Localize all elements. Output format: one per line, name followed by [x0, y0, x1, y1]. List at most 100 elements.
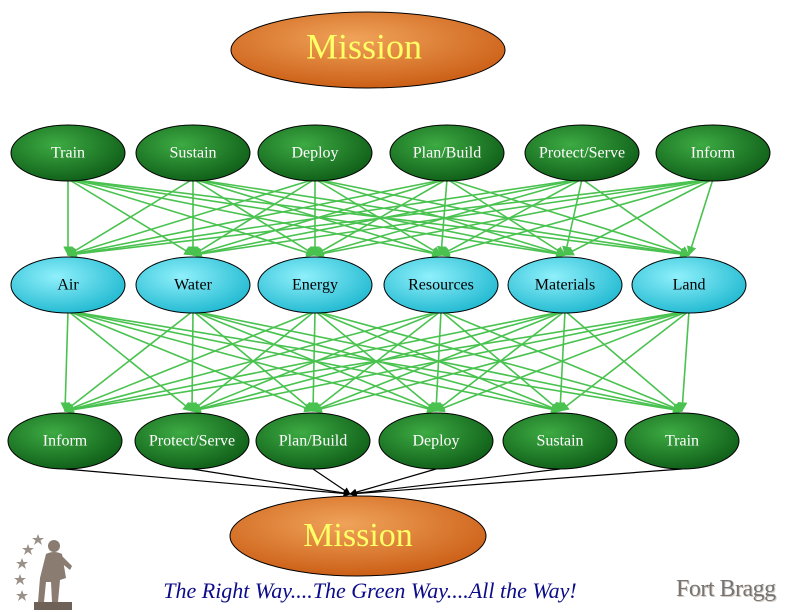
tier1-node-inform: Inform	[655, 124, 771, 182]
tier1-ellipse	[10, 124, 126, 182]
tier2-node-land: Land	[631, 256, 747, 314]
tier3-ellipse	[624, 412, 740, 470]
tier1-row: Train Sustain Deploy Plan/Build Protect/Serv…	[10, 124, 771, 182]
connector-tier1-4-to-tier2-0	[67, 178, 583, 259]
tier1-label: Plan/Build	[413, 145, 481, 162]
connector-tier1-5-to-tier2-4	[564, 178, 714, 256]
fort-bragg-logo: Fort Bragg	[676, 576, 776, 602]
connector-tier1-3-to-tier2-2	[314, 178, 448, 256]
tier2-ellipse	[257, 256, 373, 314]
tier1-label: Inform	[691, 145, 736, 162]
bottom-mission-node: Mission	[229, 495, 487, 577]
connector-tier3-5-to-mission	[349, 468, 683, 498]
tier2-ellipse	[135, 256, 251, 314]
top-mission-label: Mission	[306, 26, 422, 66]
tier1-label: Train	[51, 145, 85, 162]
tier2-node-water: Water	[135, 256, 251, 314]
tier2-label: Air	[57, 277, 79, 294]
tier1-node-plan-build: Plan/Build	[389, 124, 505, 182]
tagline-text: The Right Way....The Green Way....All th…	[163, 578, 577, 603]
connector-tier2-1-to-tier3-1	[187, 310, 197, 412]
connectors-layer	[60, 178, 714, 498]
connector-tier2-5-to-tier3-0	[64, 310, 690, 415]
tier3-node-plan-build: Plan/Build	[255, 412, 371, 470]
connector-tier2-5-to-tier3-1	[191, 310, 690, 415]
connector-tier1-4-to-tier2-4	[562, 178, 583, 256]
soldier-statue-icon	[14, 534, 72, 610]
tier3-label: Sustain	[536, 433, 583, 450]
tier3-label: Plan/Build	[279, 433, 347, 450]
tier2-label: Energy	[292, 277, 338, 294]
tier1-ellipse	[257, 124, 373, 182]
connector-tier2-5-to-tier3-2	[312, 310, 690, 414]
tier3-label: Deploy	[412, 433, 459, 450]
connector-tier1-5-to-tier2-2	[314, 178, 714, 259]
tier3-node-protect-serve: Protect/Serve	[134, 412, 250, 470]
connector-tier1-2-to-tier2-3	[314, 178, 442, 256]
tier3-ellipse	[255, 412, 371, 470]
connector-tier3-0-to-mission	[64, 468, 351, 498]
tier3-node-deploy: Deploy	[378, 412, 494, 470]
connector-tier3-4-to-mission	[349, 468, 561, 497]
tier1-label: Deploy	[291, 145, 338, 162]
tier1-node-sustain: Sustain	[135, 124, 251, 182]
tier1-ellipse	[655, 124, 771, 182]
tier2-node-energy: Energy	[257, 256, 373, 314]
connector-tier3-1-to-mission	[191, 468, 351, 497]
tier3-node-sustain: Sustain	[502, 412, 618, 470]
connector-tier1-2-to-tier2-5	[314, 178, 690, 258]
connector-tier2-1-to-tier3-0	[64, 310, 194, 412]
connector-tier1-3-to-tier2-5	[446, 178, 690, 257]
tier2-node-air: Air	[10, 256, 126, 314]
connector-tier2-4-to-tier3-0	[64, 310, 566, 415]
top-mission-node: Mission	[230, 11, 506, 89]
connector-tier1-2-to-tier2-0	[67, 178, 316, 258]
tier2-ellipse	[10, 256, 126, 314]
tier1-label: Protect/Serve	[539, 145, 625, 162]
bottom-mission-label: Mission	[303, 517, 413, 554]
tier2-label: Water	[174, 277, 212, 294]
tier2-node-resources: Resources	[383, 256, 499, 314]
tier3-node-train: Train	[624, 412, 740, 470]
tier2-row: Air Water Energy Resources Materials Land	[10, 256, 747, 314]
tier2-label: Materials	[535, 277, 595, 294]
connector-tier1-5-to-tier2-1	[192, 178, 714, 259]
tier1-node-train: Train	[10, 124, 126, 182]
tier1-ellipse	[524, 124, 640, 182]
connector-tier1-3-to-tier2-3	[436, 178, 448, 256]
tier2-label: Resources	[408, 277, 474, 294]
tier3-label: Train	[665, 433, 699, 450]
connector-tier1-3-to-tier2-4	[446, 178, 566, 256]
tier3-row: Inform Protect/Serve Plan/Build Deploy Susta…	[7, 412, 740, 470]
connector-tier3-2-to-mission	[312, 468, 351, 495]
connector-tier1-5-to-tier2-0	[67, 178, 714, 259]
connector-tier1-5-to-tier2-5	[687, 178, 714, 256]
tier2-label: Land	[673, 277, 706, 294]
connector-tier2-0-to-tier3-0	[60, 310, 71, 412]
tier3-ellipse	[378, 412, 494, 470]
tier1-node-deploy: Deploy	[257, 124, 373, 182]
connector-tier2-2-to-tier3-0	[64, 310, 316, 413]
connector-tier1-2-to-tier2-4	[314, 178, 566, 258]
connector-tier2-5-to-tier3-4	[559, 310, 690, 412]
tier3-ellipse	[134, 412, 250, 470]
connector-tier3-3-to-mission	[349, 468, 437, 496]
tier3-label: Protect/Serve	[149, 433, 235, 450]
tier1-ellipse	[389, 124, 505, 182]
connector-tier1-1-to-tier2-0	[67, 178, 194, 256]
tier1-label: Sustain	[169, 145, 216, 162]
tier2-node-materials: Materials	[507, 256, 623, 314]
tier2-ellipse	[383, 256, 499, 314]
connector-tier1-1-to-tier2-3	[192, 178, 442, 258]
tier3-node-inform: Inform	[7, 412, 123, 470]
tier3-ellipse	[502, 412, 618, 470]
tier3-ellipse	[7, 412, 123, 470]
connector-tier2-3-to-tier3-0	[64, 310, 442, 414]
connector-tier1-5-to-tier2-3	[440, 178, 714, 258]
tier2-ellipse	[507, 256, 623, 314]
connector-tier1-3-to-tier2-0	[67, 178, 448, 259]
tier2-ellipse	[631, 256, 747, 314]
tier1-ellipse	[135, 124, 251, 182]
tier1-node-protect-serve: Protect/Serve	[524, 124, 640, 182]
